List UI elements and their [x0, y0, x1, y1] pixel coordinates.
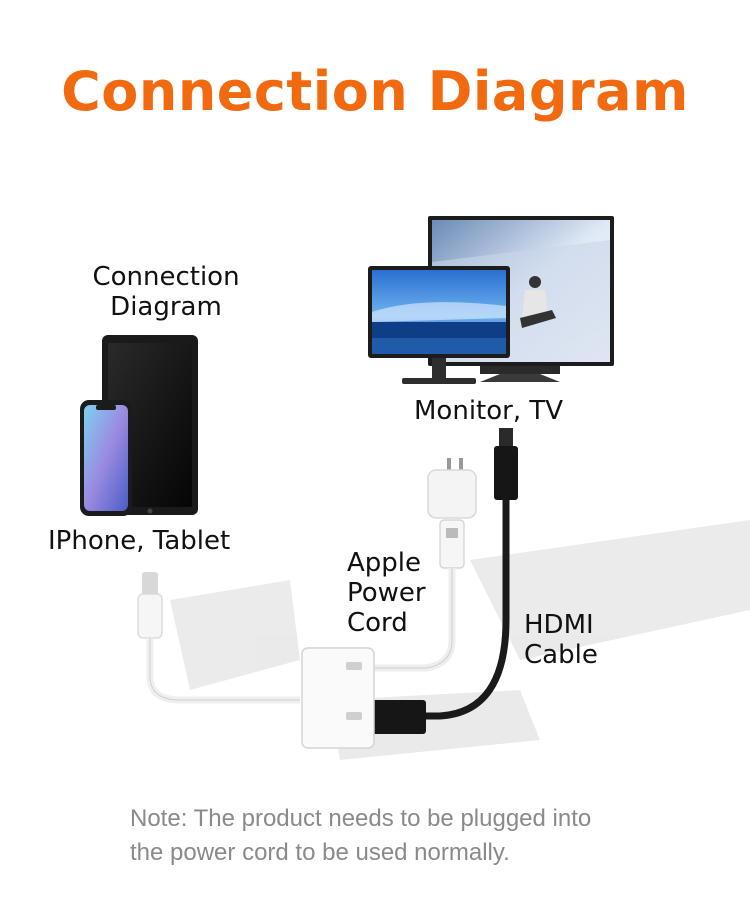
- apple-power-cord-label: Apple Power Cord: [347, 548, 426, 638]
- hdmi-line1: HDMI: [524, 610, 594, 640]
- monitor-icon: [368, 266, 510, 384]
- monitor-tv-label: Monitor, TV: [414, 396, 564, 426]
- devices-caption-line1: Connection: [92, 262, 240, 292]
- iphone-icon: [80, 400, 132, 516]
- apple-power-line2: Power: [347, 578, 426, 608]
- power-adapter-icon: [427, 458, 477, 569]
- hdmi-cable-icon: [372, 428, 518, 734]
- apple-power-line3: Cord: [347, 608, 408, 638]
- note-line1: Note: The product needs to be plugged in…: [130, 805, 592, 832]
- floor-shadow: [170, 520, 750, 760]
- devices-caption: Connection Diagram: [86, 262, 246, 322]
- adapter-icon: [301, 647, 375, 749]
- phone-tablet-label: IPhone, Tablet: [48, 526, 231, 556]
- apple-power-line1: Apple: [347, 548, 422, 578]
- hdmi-line2: Cable: [524, 640, 598, 670]
- hdmi-cable-label: HDMI Cable: [524, 610, 598, 670]
- lightning-cable-icon: [137, 572, 300, 704]
- devices-caption-line2: Diagram: [110, 292, 222, 322]
- page-title: Connection Diagram: [61, 60, 689, 123]
- note-line2: the power cord to be used normally.: [130, 839, 510, 866]
- usage-note: Note: The product needs to be plugged in…: [130, 802, 650, 870]
